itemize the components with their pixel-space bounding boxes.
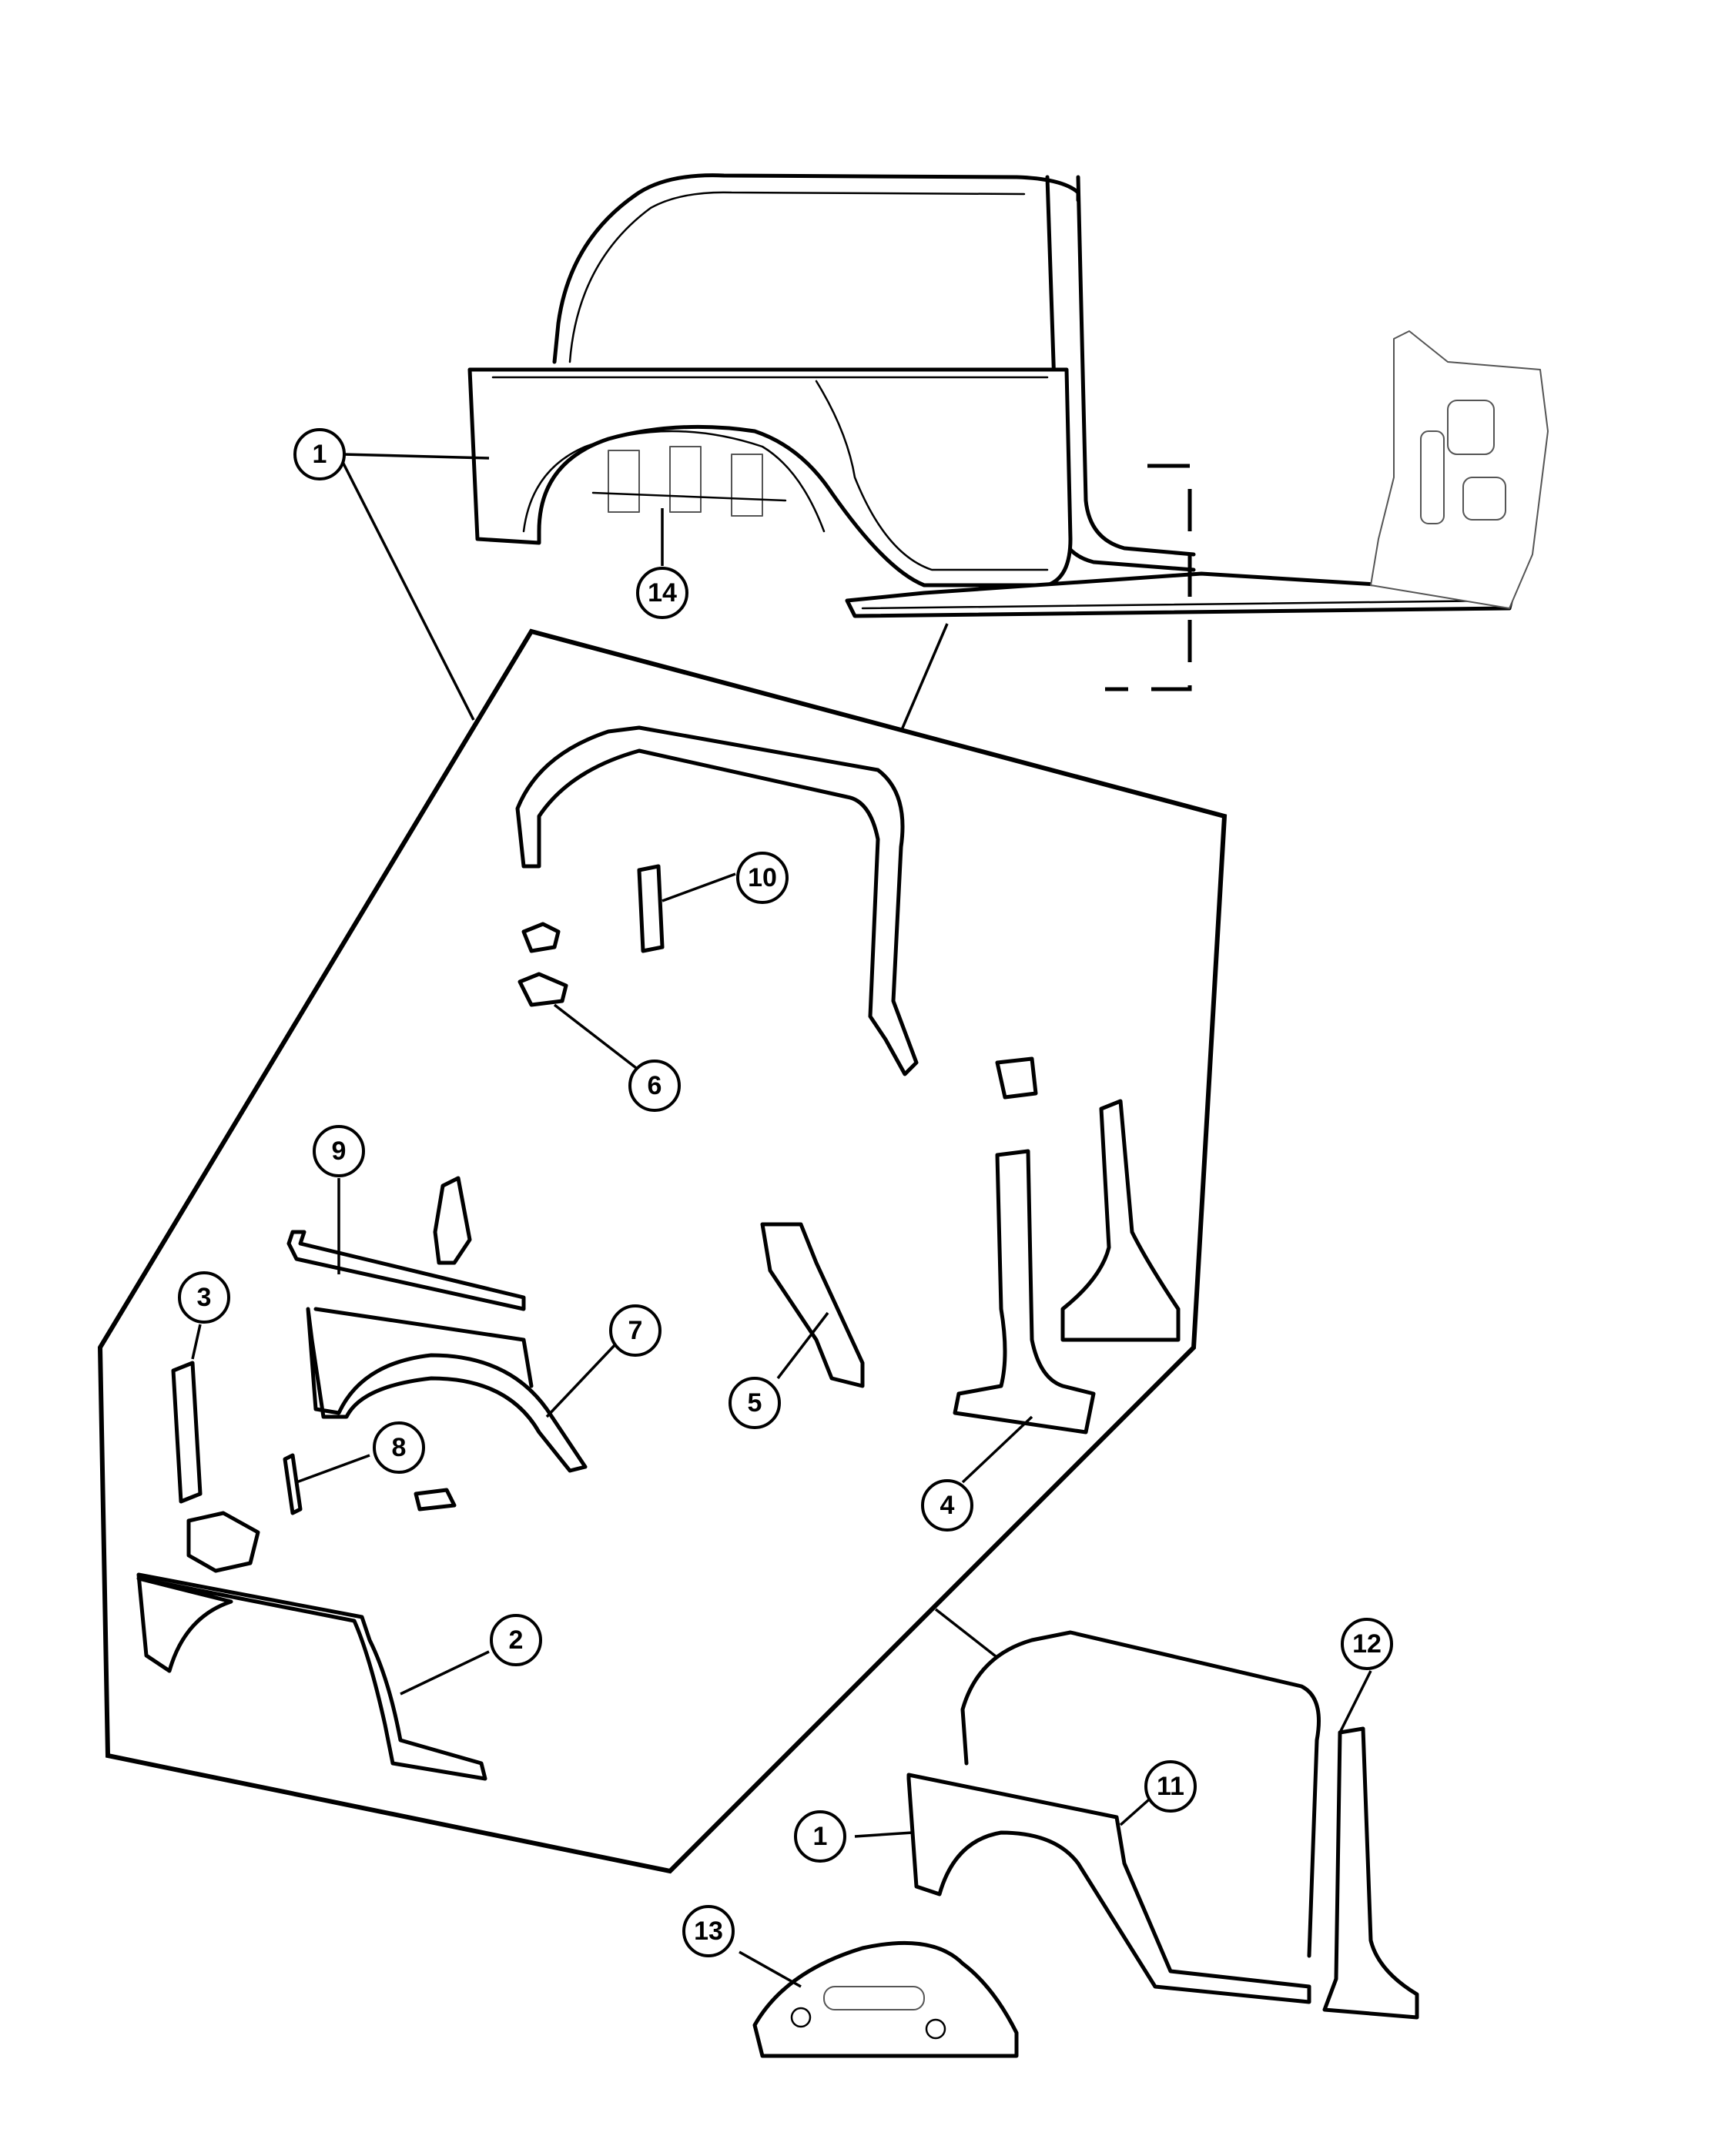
liner-opening [823,1986,925,2010]
lower-roll-bar [960,1630,1321,1958]
cowl-opening-3 [1420,430,1445,524]
callout-8-label: 8 [392,1433,407,1462]
part-9-rail [286,1230,526,1311]
callout-1-lower-label: 1 [813,1822,828,1851]
liner-hole-2 [925,2018,946,2040]
callout-5-leader [776,1311,829,1380]
callout-14-label: 14 [648,578,677,608]
cowl-opening-1 [1447,400,1495,455]
callout-1-upper: 1 [293,428,346,480]
callout-1-upper-label: 1 [313,440,327,469]
callout-10-label: 10 [748,863,777,892]
wheelhouse-arch [522,430,826,533]
callout-11-label: 11 [1157,1772,1184,1801]
lower-b-pillar [1322,1726,1419,2020]
callout-13-label: 13 [694,1917,723,1946]
corner-bracket-part [186,1511,260,1573]
part-10-bracket [637,864,665,953]
exploded-view-link-line [899,623,949,732]
callout-14: 14 [636,567,688,619]
b-pillar-reinforcement [1060,1099,1181,1342]
callout-12-leader [1338,1670,1372,1733]
callout-3-leader [191,1324,202,1360]
callout-4-label: 4 [940,1491,955,1520]
callout-6: 6 [628,1060,681,1112]
part-6-bracket-small [521,922,561,953]
callout-11: 11 [1144,1760,1197,1813]
b-pillar-inner [1076,175,1196,557]
callout-4-leader [961,1415,1033,1484]
callout-7: 7 [609,1304,662,1357]
callout-8: 8 [373,1421,425,1474]
callout-6-label: 6 [648,1071,662,1100]
cowl-opening-2 [1462,477,1506,521]
callout-5-label: 5 [748,1388,762,1418]
callout-2: 2 [490,1614,542,1666]
callout-2-label: 2 [509,1625,524,1655]
callout-2-leader [400,1650,490,1696]
callout-10-leader [662,872,736,902]
upper-gusset [433,1176,472,1265]
wheelhouse-crossbar [591,491,787,502]
part-3-panel [171,1361,203,1504]
part-2-outer-quarter [136,1572,487,1781]
callout-5: 5 [729,1377,781,1429]
callout-9-label: 9 [332,1137,347,1166]
wheelhouse-rib-2 [669,446,702,513]
exploded-view-frame [97,628,1228,1874]
lower-body-side-assembly [739,1630,1419,2058]
callout-9: 9 [313,1125,365,1177]
rocker-sill-line [861,599,1503,610]
callout-8-leader [296,1454,370,1484]
roof-rail-inner-line [568,191,1026,363]
part-6-bracket [518,972,568,1007]
callout-12: 12 [1341,1618,1393,1670]
callout-6-leader [553,1003,641,1072]
callout-4: 4 [921,1479,973,1532]
section-cut-marker [1105,464,1192,691]
callout-7-label: 7 [628,1316,643,1345]
callout-13: 13 [682,1905,735,1957]
callout-3-label: 3 [197,1283,212,1312]
callout-1-upper-leader [342,453,490,460]
wheelhouse-rib-1 [608,450,640,513]
part-4-top-cap [995,1056,1038,1100]
part-5-reinforcement [760,1222,865,1388]
part-7-inner-wheelhouse [306,1307,588,1473]
callout-10: 10 [736,852,789,904]
callout-7-leader [545,1342,618,1418]
upper-body-side-assembly [467,173,1549,691]
lower-quarter-panel [906,1773,1311,2004]
callout-1-lower-leader [854,1831,913,1838]
callout-1-lower: 1 [794,1810,846,1863]
small-clip-part [414,1488,457,1512]
callout-1-upper-frame-leader [341,461,475,721]
part-4-b-pillar-inner [953,1149,1096,1435]
callout-3: 3 [178,1271,230,1324]
callout-13-leader [739,1950,802,1988]
liner-hole-1 [790,2007,812,2028]
quarter-panel-flange [491,376,1049,571]
roof-rail-outline [552,173,1080,364]
cowl-panel [1370,330,1549,609]
quarter-panel-outline [467,367,1073,588]
roll-bar-part [515,725,919,1076]
wheelhouse-rib-3 [731,454,763,517]
part-8-strip [283,1453,303,1515]
callout-12-label: 12 [1352,1629,1382,1659]
